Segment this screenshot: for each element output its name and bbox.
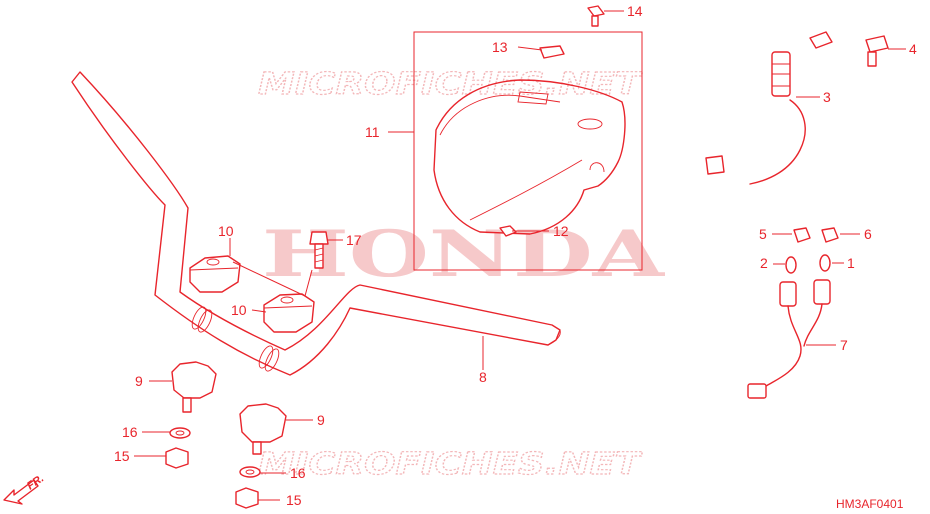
front-direction-arrow: FR. (3, 472, 46, 505)
callout-4: 4 (909, 41, 917, 57)
callout-8: 8 (479, 369, 487, 385)
callout-16-right: 16 (290, 465, 306, 481)
callout-11: 11 (365, 124, 380, 140)
lower-holder-right (239, 403, 287, 455)
handlebar (71, 71, 561, 376)
leader-lines (134, 10, 906, 501)
honda-watermark: HONDA (262, 217, 666, 292)
callout-15-left: 15 (114, 448, 130, 464)
site-watermark-top: MICROFICHES.NET (258, 67, 643, 102)
upper-holder-right (263, 293, 315, 333)
callout-3: 3 (823, 89, 831, 105)
callout-10-top: 10 (218, 223, 234, 239)
indicator-harness (747, 227, 839, 399)
callout-12: 12 (553, 223, 569, 239)
callout-13: 13 (492, 39, 508, 55)
handlebar-upper-cover (433, 79, 626, 235)
top-screw (587, 5, 605, 27)
nut-right (235, 487, 259, 509)
flange-bolt (309, 231, 329, 269)
cover-group-box (413, 31, 643, 271)
diagram-code: HM3AF0401 (836, 497, 904, 511)
callout-1: 1 (847, 255, 855, 271)
callout-10-bottom: 10 (231, 302, 247, 318)
callout-16-left: 16 (122, 424, 138, 440)
callout-17: 17 (346, 232, 362, 248)
callout-14: 14 (627, 3, 643, 19)
cover-nut (499, 225, 517, 237)
lower-holder-left (171, 361, 217, 413)
callout-2: 2 (760, 255, 768, 271)
upper-holder-left (189, 255, 241, 293)
callout-5: 5 (759, 226, 767, 242)
cover-clip (539, 45, 565, 59)
callout-7: 7 (840, 337, 848, 353)
ignition-switch (705, 31, 833, 185)
nut-left (165, 447, 189, 469)
callout-9-left: 9 (135, 373, 143, 389)
ignition-key (865, 35, 889, 67)
callout-15-right: 15 (286, 492, 302, 508)
callout-9-right: 9 (317, 412, 325, 428)
site-watermark-bottom: MICROFICHES.NET (258, 447, 643, 482)
washer-left (169, 427, 191, 439)
callout-6: 6 (864, 226, 872, 242)
washer-right (239, 466, 261, 478)
